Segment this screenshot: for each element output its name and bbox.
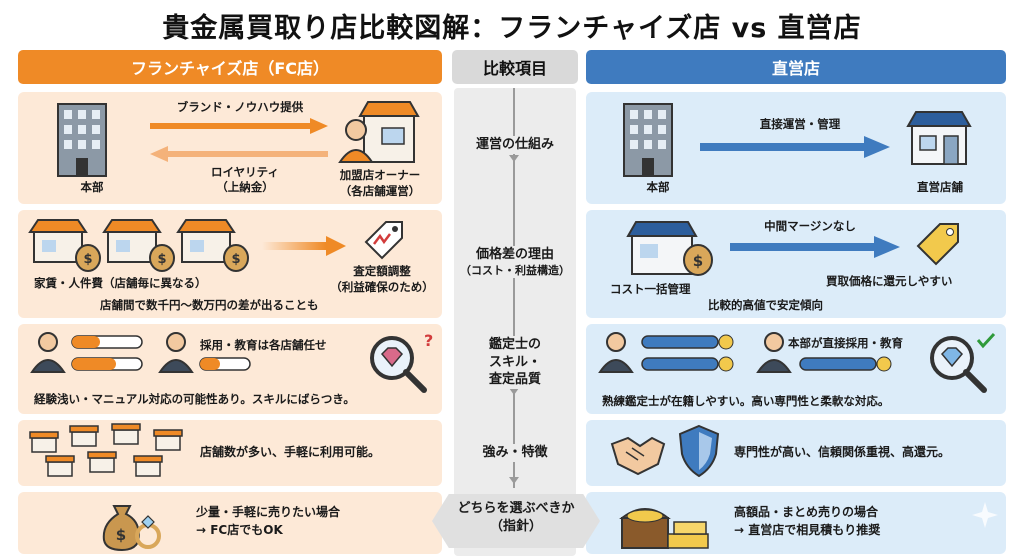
direct-price-arrow-icon [730, 236, 900, 258]
down-arrow-icon [509, 155, 519, 162]
headquarters-building-icon [57, 103, 107, 177]
direct-choice-line1: 高額品・まとめ売りの場合 [734, 505, 879, 519]
svg-text:$: $ [231, 252, 240, 267]
fc-row-choice [18, 492, 442, 554]
item-skill-line3: 査定品質 [488, 372, 541, 388]
choice-hexagon [432, 494, 600, 548]
down-arrow-icon [509, 477, 519, 484]
direct-manage-label: 直接運営・管理 [759, 117, 841, 131]
direct-strength-text: 専門性が高い、信頼関係重視、高還元。 [734, 445, 951, 459]
direct-training-label: 本部が直接採用・教育 [788, 336, 903, 350]
fc-appraisers-icon [30, 332, 251, 373]
fc-price-diff: 店舗間で数千円〜数万円の差が出ることも [100, 298, 319, 312]
item-skill: 鑑定士の スキル・ 査定品質 [454, 336, 576, 389]
direct-magnifier-diamond-icon [930, 332, 996, 393]
shield-icon [678, 424, 720, 478]
direct-skill-note: 熟練鑑定士が在籍しやすい。高い専門性と柔軟な対応。 [602, 394, 890, 408]
fc-price-arrow-icon [262, 236, 346, 256]
fc-magnifier-diamond-icon: ? [370, 331, 433, 393]
svg-text:$: $ [157, 252, 166, 267]
item-price-reason: 価格差の理由 （コスト・利益構造） [454, 246, 576, 279]
fc-owner-store-icon [338, 101, 420, 163]
fc-adjust-sub: （利益確保のため） [330, 280, 434, 294]
page-title: 貴金属買取り店比較図解：フランチャイズ店 vs 直営店 [162, 13, 862, 44]
direct-return-label: 買取価格に還元しやすい [826, 274, 953, 288]
direct-margin-label: 中間マージンなし [764, 219, 856, 233]
left-arrow-icon [150, 146, 328, 162]
direct-hq-label: 本部 [646, 180, 670, 194]
fc-owner-sub: （各店舗運営） [339, 184, 421, 198]
direct-store-label: 直営店舗 [917, 180, 963, 194]
direct-store-money-icon: $ [626, 221, 713, 276]
item-operation: 運営の仕組み [454, 136, 576, 154]
item-choice: どちらを選ぶべきか （指針） [440, 500, 592, 535]
sparkle-icon [972, 502, 998, 528]
direct-stable-label: 比較的高値で安定傾向 [708, 298, 823, 312]
direct-appraisers-icon [598, 332, 892, 373]
fc-strength-text: 店舗数が多い、手軽に利用可能。 [200, 445, 381, 459]
fc-choice-line2: → FC店でもOK [196, 523, 283, 537]
right-arrow-icon [150, 118, 328, 134]
fc-skill-note: 経験浅い・マニュアル対応の可能性あり。スキルにばらつき。 [34, 392, 355, 406]
direct-choice-line2: → 直営店で相見積もり推奨 [734, 523, 881, 537]
direct-cost-label: コスト一括管理 [610, 282, 691, 296]
fc-owner-label: 加盟店オーナー [339, 168, 421, 182]
svg-text:$: $ [83, 252, 92, 267]
fc-royalty-sub: （上納金） [216, 180, 274, 194]
treasure-gold-icon [619, 508, 709, 549]
fc-many-stores-icon [29, 423, 183, 477]
svg-text:$: $ [693, 252, 703, 270]
direct-price-tag-icon [916, 223, 959, 266]
item-choice-title: どちらを選ぶべきか [457, 501, 575, 516]
fc-royalty-label: ロイヤリティ [211, 165, 279, 179]
item-price-reason-sub: （コスト・利益構造） [460, 263, 570, 277]
direct-header: 直営店 [586, 50, 1006, 84]
money-bag-ring-icon: $ [102, 505, 161, 552]
item-choice-sub: （指針） [489, 518, 542, 534]
svg-text:$: $ [116, 526, 126, 544]
fc-training-label: 採用・教育は各店舗任せ [200, 338, 327, 352]
handshake-icon [610, 436, 666, 476]
price-tag-icon [364, 221, 403, 260]
fc-stores-money-icon: $ $ $ [28, 219, 249, 272]
direct-store-icon [906, 111, 972, 165]
item-strength: 強み・特徴 [454, 444, 576, 462]
fc-provide-label: ブランド・ノウハウ提供 [176, 100, 304, 114]
direct-headquarters-icon [623, 103, 673, 177]
item-price-reason-title: 価格差の理由 [475, 247, 554, 262]
fc-header: フランチャイズ店（FC店） [18, 50, 442, 84]
item-skill-line1: 鑑定士の [488, 337, 541, 352]
item-skill-line2: スキル・ [488, 354, 541, 370]
comparison-connector [513, 88, 515, 488]
direct-right-arrow-icon [700, 136, 890, 158]
fc-hq-label: 本部 [80, 180, 104, 194]
fc-adjust-label: 査定額調整 [353, 264, 411, 278]
fc-choice-line1: 少量・手軽に売りたい場合 [196, 505, 341, 519]
down-arrow-icon [509, 388, 519, 395]
fc-cost-label: 家賃・人件費（店舗毎に異なる） [34, 276, 207, 290]
comparison-header: 比較項目 [452, 50, 578, 84]
svg-text:?: ? [424, 331, 433, 350]
